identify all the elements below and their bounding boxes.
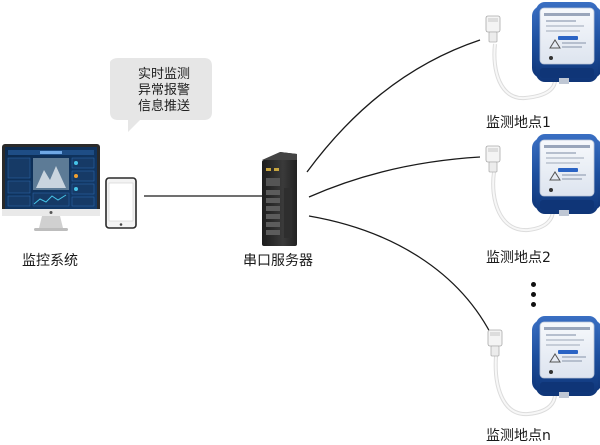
siten-sensor-device [531, 315, 600, 399]
site1-probe [485, 15, 501, 43]
speech-bubble [110, 58, 212, 132]
server-to-siten-line [308, 215, 495, 341]
site2-probe-cable [491, 171, 555, 233]
bubble-line-3: 信息推送 [137, 99, 190, 114]
ellipsis-dot [531, 282, 536, 287]
serial-server-device [262, 152, 297, 246]
site1-sensor-device [531, 1, 600, 85]
bubble-line-2: 异常报警 [137, 83, 190, 98]
siten-probe [487, 329, 503, 357]
desktop-monitor [2, 144, 100, 231]
monitoring-system-label: 监控系统 [22, 253, 78, 269]
siten-probe-cable [493, 355, 557, 417]
more-sites-ellipsis [530, 282, 538, 312]
ellipsis-dot [531, 302, 536, 307]
serial-server-label: 串口服务器 [243, 253, 313, 269]
siten-label: 监测地点n [486, 428, 551, 444]
site1-probe-cable [492, 43, 557, 101]
site2-label: 监测地点2 [486, 250, 551, 266]
site2-sensor-device [531, 133, 600, 217]
speech-bubble-text: 实时监测 异常报警 信息推送 [118, 67, 210, 115]
server-to-site1-line [306, 39, 481, 173]
bubble-line-1: 实时监测 [137, 67, 190, 82]
connection-lines [144, 39, 495, 341]
ellipsis-dot [531, 292, 536, 297]
site1-label: 监测地点1 [486, 115, 551, 131]
site2-probe [485, 145, 501, 173]
tablet-device [105, 177, 137, 229]
server-to-site2-line [308, 156, 481, 198]
